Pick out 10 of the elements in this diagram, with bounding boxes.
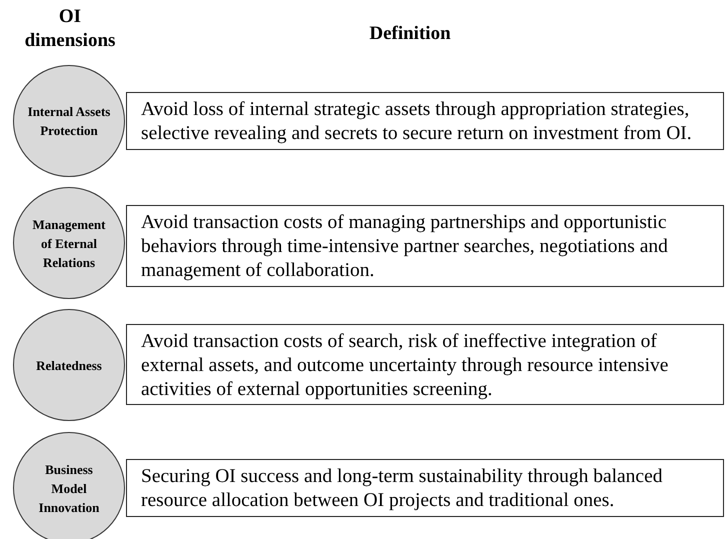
column-header: Definition (368, 22, 452, 46)
column-header: OI dimensions (24, 5, 116, 53)
dimension-circle: Internal Assets Protection (13, 65, 125, 177)
definition-box: Avoid transaction costs of managing partnerships and opportunistic behaviors through time-intensive partner searches, negotiations and management of collaboration. (126, 205, 724, 287)
definition-box: Securing OI success and long-term sustainability through balanced resource allocation between OI projects and traditional ones. (126, 459, 724, 517)
dimension-circle: Management of Eternal Relations (13, 187, 125, 299)
definition-box: Avoid loss of internal strategic assets through appropriation strategies, selective revealing and secrets to secure return on investment from OI. (126, 92, 724, 150)
definition-box: Avoid transaction costs of search, risk of ineffective integration of external assets, and outcome uncertainty through resource intensive activities of external opportunities screening. (126, 324, 724, 405)
dimension-circle: Business Model Innovation (13, 432, 125, 539)
dimension-circle: Relatedness (13, 309, 125, 421)
